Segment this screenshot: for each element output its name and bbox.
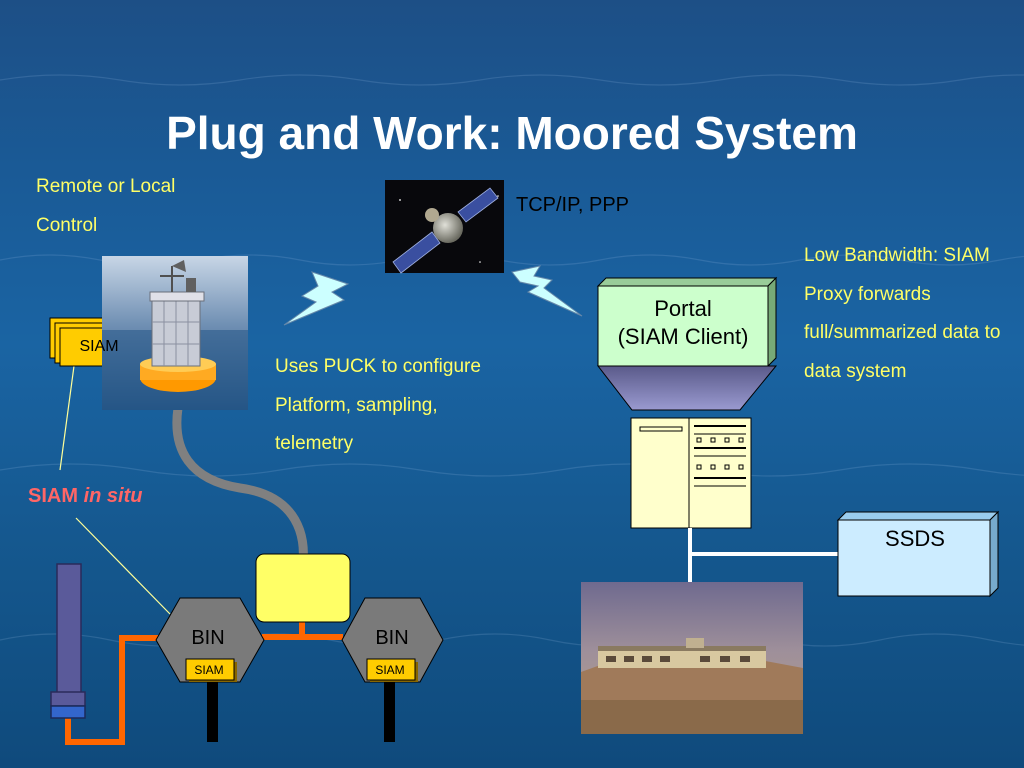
bin-hexagon-1 xyxy=(155,597,265,683)
remote-control-caption: Remote or Local Control xyxy=(36,176,176,236)
portal-subtitle: (SIAM Client) xyxy=(617,324,749,349)
shore-station-photo xyxy=(581,582,803,734)
siam-pointer-line-2 xyxy=(75,517,171,615)
portal-hopper xyxy=(596,365,778,411)
portal-box: Portal (SIAM Client) xyxy=(598,295,768,351)
junction-node xyxy=(255,553,351,623)
siam-tag-2-shape xyxy=(366,658,418,682)
siam-main-tag: SIAM xyxy=(79,338,119,355)
siam-pointer-line-1 xyxy=(59,365,75,471)
siam-in-situ-emphasis: in situ xyxy=(83,485,143,507)
low-bandwidth-caption: Low Bandwidth: SIAM Proxy forwards full/… xyxy=(804,245,1001,382)
siam-tag-1-shape xyxy=(185,658,237,682)
instrument-cable-1 xyxy=(207,680,218,742)
lightning-bolt-right-icon xyxy=(511,265,583,317)
buoy-photo xyxy=(102,256,248,410)
ssds-box: SSDS xyxy=(885,526,945,551)
puck-caption: Uses PUCK to configure Platform, samplin… xyxy=(275,356,481,454)
instrument-cable-2 xyxy=(384,680,395,742)
vertical-instrument xyxy=(50,563,86,719)
siam-tag-2: SIAM xyxy=(375,663,405,677)
bin-label-2: BIN xyxy=(375,627,409,649)
siam-in-situ-prefix: SIAM xyxy=(28,485,84,507)
server-icon xyxy=(630,417,752,529)
slide-title: Plug and Work: Moored System xyxy=(166,107,858,159)
bin-label-1: BIN xyxy=(191,627,225,649)
gray-cable xyxy=(172,403,308,565)
ssds-box-shape xyxy=(836,510,1000,598)
portal-box-shape xyxy=(596,276,778,368)
lightning-bolt-left-icon xyxy=(283,271,350,326)
portal-title: Portal xyxy=(654,296,712,321)
siam-tag-1: SIAM xyxy=(194,663,224,677)
tcpip-caption: TCP/IP, PPP xyxy=(516,194,630,216)
orange-cable-left xyxy=(65,635,160,745)
satellite-photo xyxy=(385,180,504,274)
siam-in-situ-label: SIAM in situ xyxy=(28,485,142,508)
